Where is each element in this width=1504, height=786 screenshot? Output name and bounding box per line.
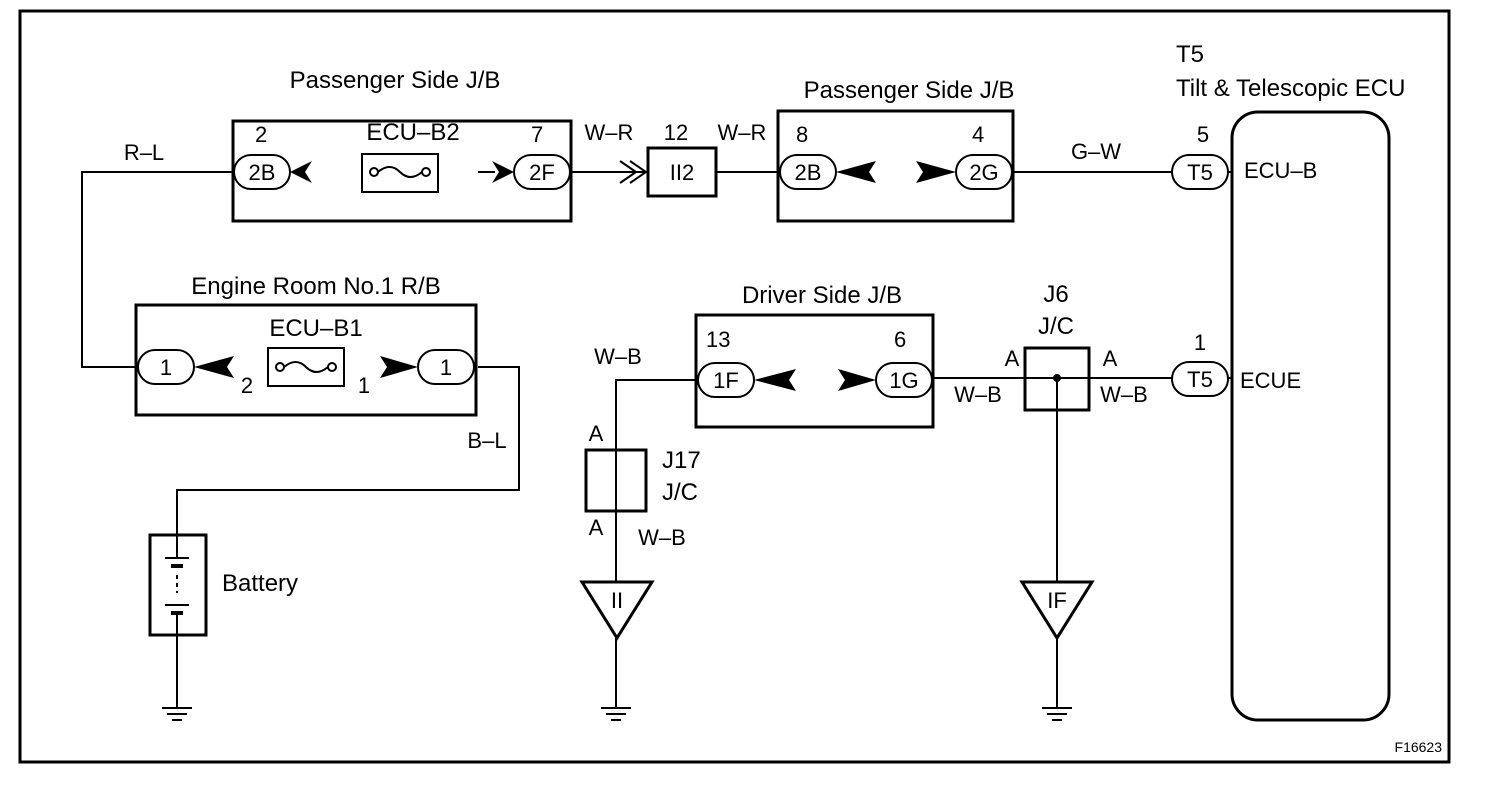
passenger-jb-1-title: Passenger Side J/B	[290, 67, 501, 94]
pj1-right-arrow-icon	[492, 161, 514, 183]
j6-box	[1023, 346, 1091, 412]
j17-type: J/C	[662, 479, 698, 506]
ground-if-triangle	[1019, 580, 1095, 641]
fuse-ecu-b1-label: ECU–B1	[269, 315, 362, 342]
earth-symbol-ii	[601, 707, 631, 721]
ecu-body	[1230, 110, 1391, 722]
diagram-frame	[18, 9, 1451, 764]
svg-text:2B: 2B	[249, 160, 276, 185]
j6-type: J/C	[1038, 313, 1074, 340]
wire-label-w-b-dj-right: W–B	[954, 382, 1002, 407]
ground-ii-triangle	[579, 580, 655, 641]
connector-ii2: 12 II2	[646, 120, 718, 198]
svg-text:2G: 2G	[969, 160, 998, 185]
pj1-left-arrow-icon	[290, 161, 312, 183]
j17-top-pin: A	[589, 421, 604, 446]
wire-r-l	[81, 171, 233, 368]
j6-name: J6	[1043, 281, 1068, 308]
svg-text:T5: T5	[1187, 160, 1213, 185]
wire-label-w-b-j6-right: W–B	[1100, 382, 1148, 407]
wire-label-w-r-left: W–R	[585, 120, 634, 145]
connector-t5-top	[1171, 154, 1229, 190]
svg-text:1: 1	[160, 355, 172, 380]
passenger-jb-2-title: Passenger Side J/B	[804, 77, 1015, 104]
engine-room-rb-title: Engine Room No.1 R/B	[191, 273, 440, 300]
ecu-terminal-ecue: ECUE	[1240, 368, 1301, 393]
ii2-chevron-1	[619, 160, 638, 184]
wire-label-w-r-right: W–R	[718, 120, 767, 145]
battery-label: Battery	[222, 570, 298, 597]
wire-b-l	[176, 366, 520, 535]
dj-right-arrow-icon	[838, 369, 876, 391]
ground-ii-label: II	[611, 588, 623, 613]
j6-right-pin: A	[1103, 346, 1118, 371]
svg-text:1G: 1G	[889, 368, 918, 393]
junction-j6: J6 J/C A A	[1005, 281, 1118, 412]
er-fuse-pin-right: 1	[358, 373, 370, 398]
svg-text:2F: 2F	[529, 160, 555, 185]
pj2-left-arrow-icon	[836, 161, 876, 183]
svg-text:1F: 1F	[713, 368, 739, 393]
earth-symbol-battery	[162, 707, 192, 721]
ecu-connector-label: T5	[1176, 41, 1204, 68]
fuse-ecu-b2-label: ECU–B2	[366, 119, 459, 146]
passenger-jb-2: Passenger Side J/B 8 4 2B 2G	[776, 77, 1015, 223]
svg-text:1: 1	[440, 355, 452, 380]
ground-if: IF	[1019, 580, 1095, 641]
earth-symbol-if	[1042, 707, 1072, 721]
wire-label-r-l: R–L	[124, 140, 164, 165]
ecue-pin-num: 1	[1194, 330, 1206, 355]
ground-ii: II	[579, 580, 655, 641]
er-fuse-pin-left: 2	[241, 373, 253, 398]
driver-jb-title: Driver Side J/B	[742, 282, 902, 309]
junction-j17: A A J17 J/C	[584, 421, 701, 540]
pj2-left-pin-num: 8	[796, 122, 808, 147]
connector-t5-bottom	[1171, 361, 1229, 397]
pj1-right-pin-num: 7	[531, 122, 543, 147]
svg-text:II2: II2	[670, 160, 694, 185]
dj-left-pin-num: 13	[706, 327, 730, 352]
tilt-telescopic-ecu: T5 Tilt & Telescopic ECU 5 T5 ECU–B 1 T5…	[1171, 41, 1405, 722]
ground-if-label: IF	[1047, 588, 1067, 613]
ecu-b-pin-num: 5	[1197, 122, 1209, 147]
j17-name: J17	[662, 447, 701, 474]
wire-label-w-b-j17: W–B	[638, 525, 686, 550]
battery: Battery	[148, 533, 298, 637]
diagram-code: F16623	[1395, 739, 1443, 755]
ii2-chevron-2	[629, 160, 648, 184]
pj1-left-pin-num: 2	[255, 122, 267, 147]
wire-label-g-w: G–W	[1071, 139, 1121, 164]
wire-w-b-top	[615, 379, 698, 450]
ecu-terminal-ecu-b: ECU–B	[1244, 158, 1317, 183]
passenger-jb-1: Passenger Side J/B 2 7 ECU–B2 2B 2F	[231, 67, 573, 223]
dj-right-pin-num: 6	[894, 327, 906, 352]
driver-jb: Driver Side J/B 13 6 1F 1G	[694, 282, 935, 429]
ii2-pin-num: 12	[664, 120, 688, 145]
ecu-title: Tilt & Telescopic ECU	[1176, 75, 1405, 102]
pj2-right-arrow-icon	[916, 161, 956, 183]
j17-bottom-pin: A	[589, 515, 604, 540]
wire-label-b-l: B–L	[467, 428, 506, 453]
er-right-arrow-icon	[380, 356, 418, 378]
dj-left-arrow-icon	[754, 369, 796, 391]
j6-left-pin: A	[1005, 346, 1020, 371]
pj2-right-pin-num: 4	[972, 122, 984, 147]
wire-label-w-b-top: W–B	[594, 344, 642, 369]
svg-text:2B: 2B	[795, 160, 822, 185]
engine-room-rb: Engine Room No.1 R/B ECU–B1 1 2 1 1	[134, 273, 478, 417]
er-left-arrow-icon	[194, 356, 234, 378]
svg-text:T5: T5	[1187, 367, 1213, 392]
j6-splice-dot	[1053, 374, 1061, 382]
